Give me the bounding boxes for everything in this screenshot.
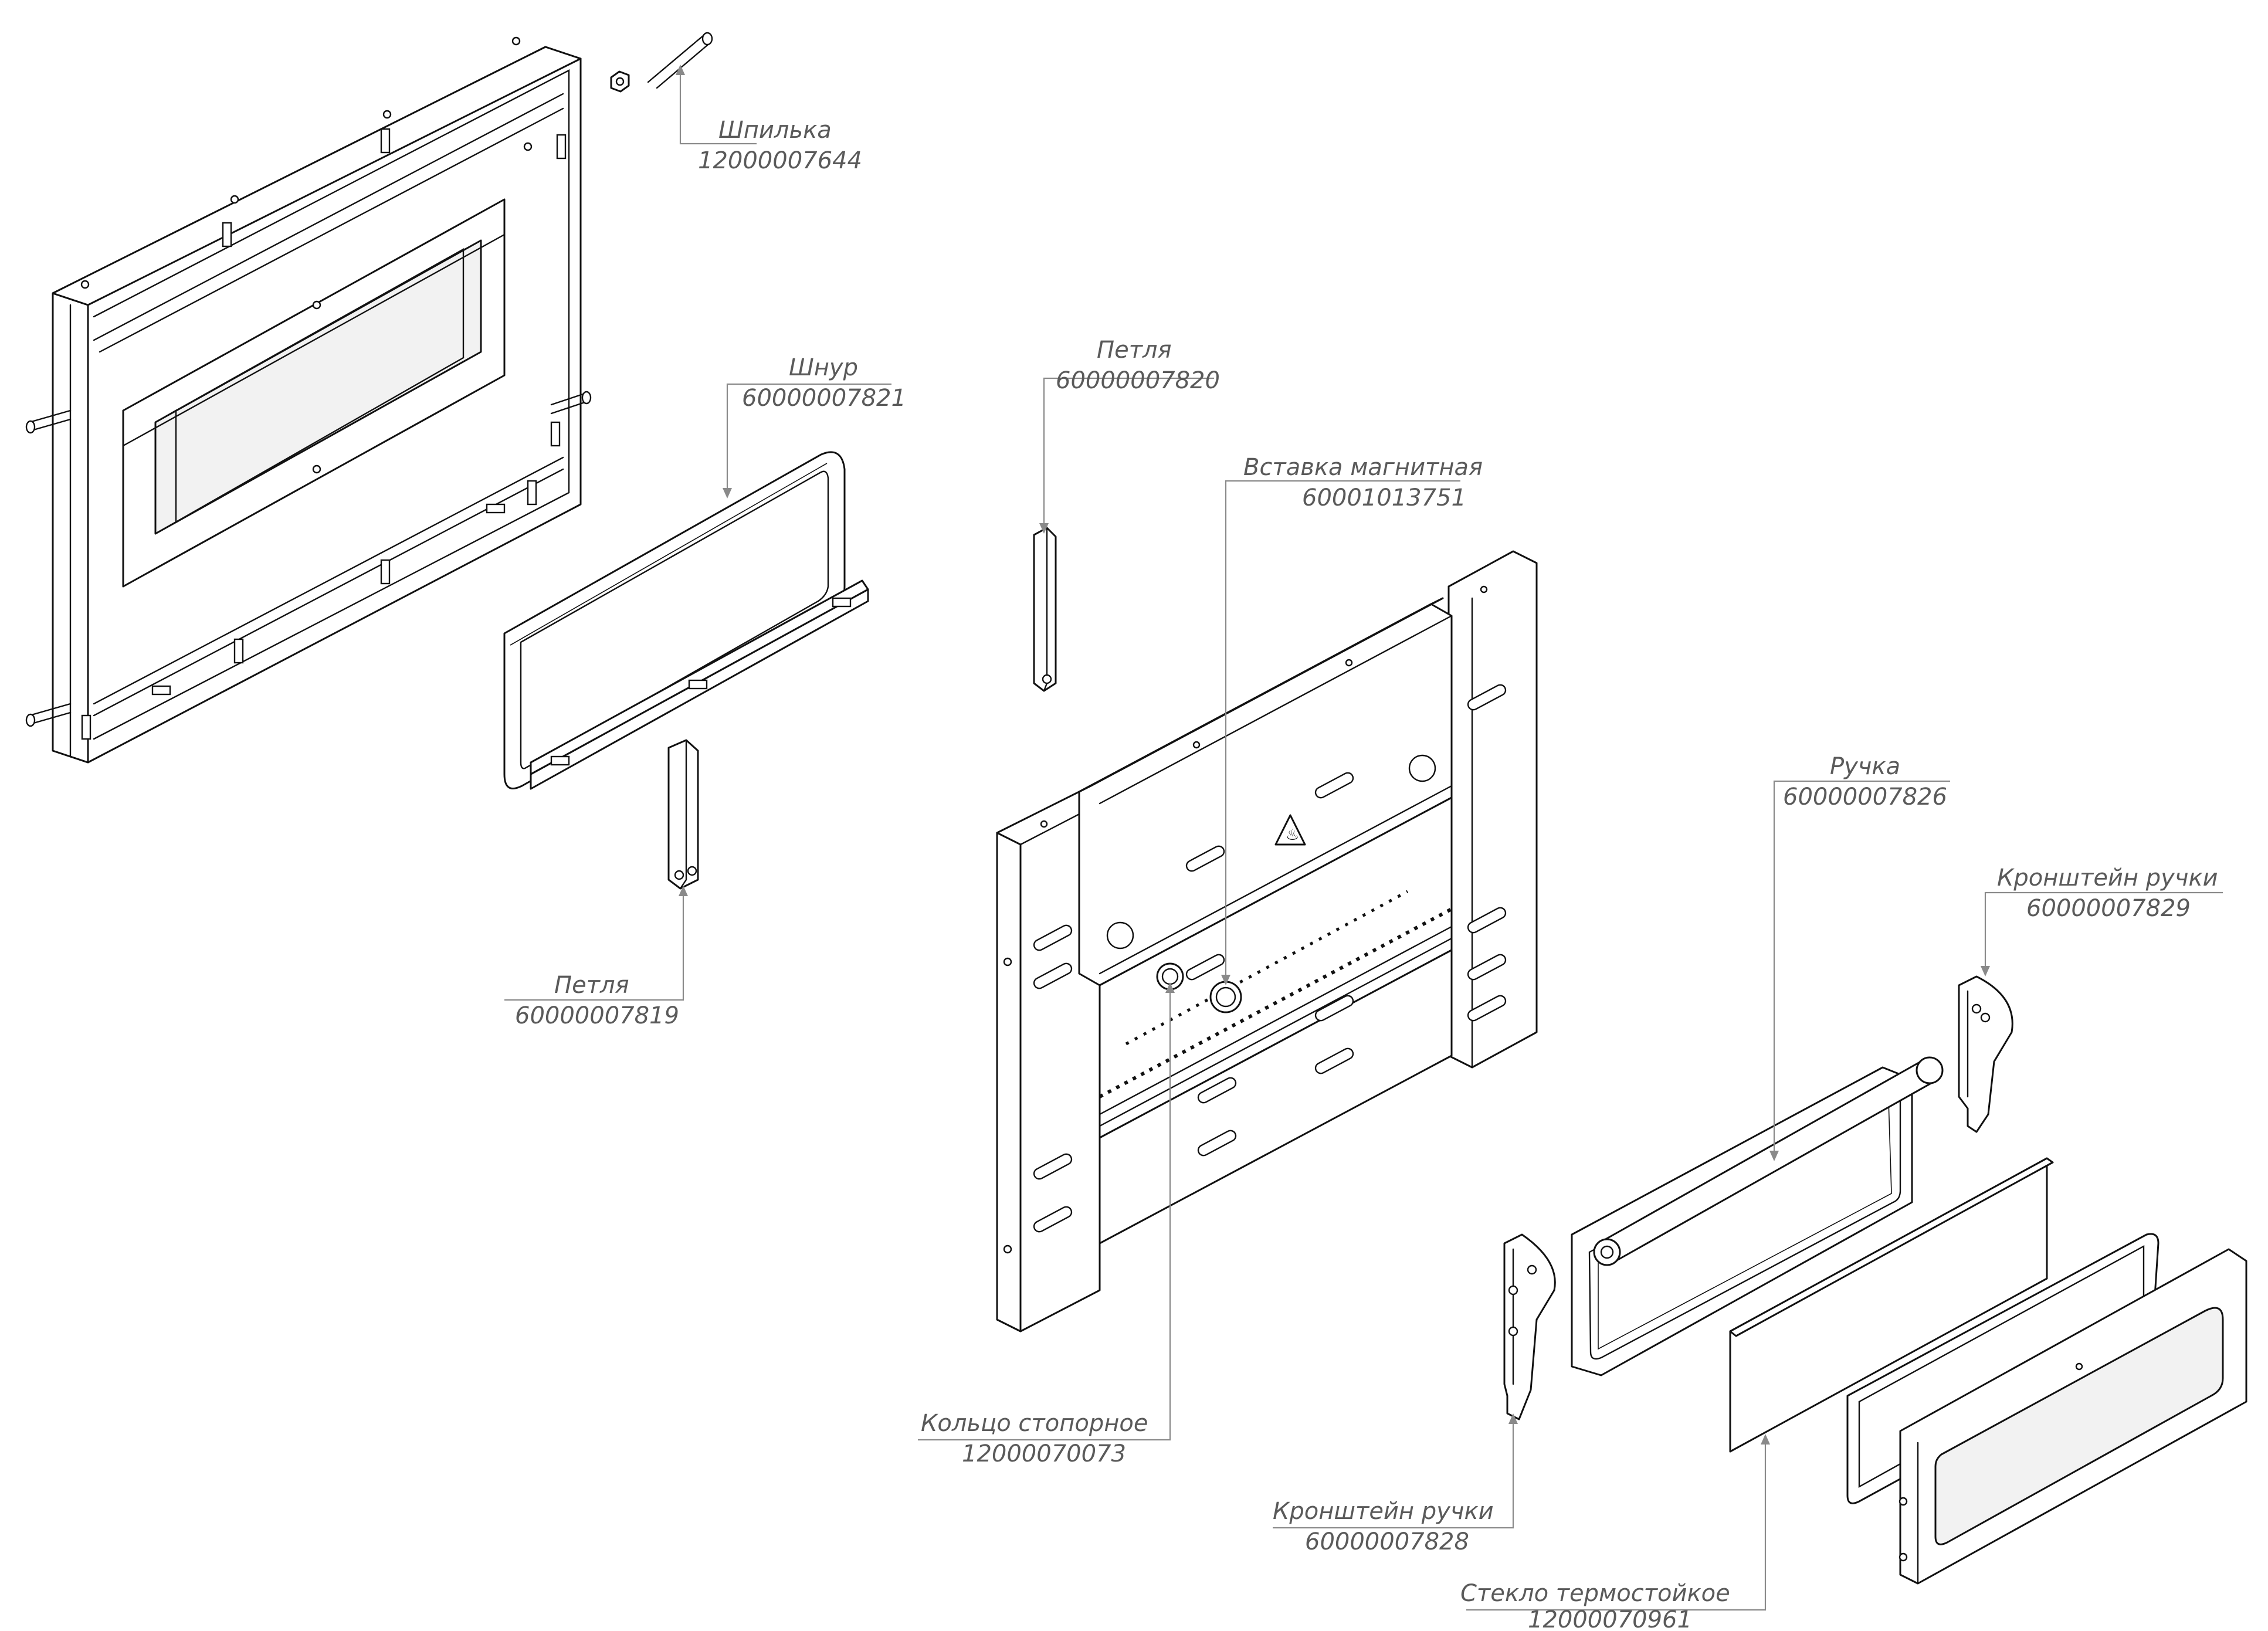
callout-name: Кольцо стопорное bbox=[921, 1410, 1148, 1437]
callout-name: Петля bbox=[554, 972, 629, 999]
callout-glass: Стекло термостойкое 12000070961 bbox=[1460, 1580, 1730, 1631]
callout-code: 60000007821 bbox=[742, 385, 906, 412]
panel-slots bbox=[1033, 684, 1507, 1233]
callout-code: 60000007826 bbox=[1783, 784, 1947, 811]
hinge-upper-middle bbox=[1033, 527, 1057, 692]
cord-retainer-strip bbox=[530, 579, 869, 790]
callout-bracket-right: Кронштейн ручки 60000007829 bbox=[1997, 864, 2218, 922]
callout-code: 60000007828 bbox=[1305, 1528, 1469, 1555]
glass-frame bbox=[1899, 1248, 2247, 1585]
door-handle bbox=[1571, 1056, 1944, 1376]
vent-row bbox=[1099, 907, 1453, 1098]
callout-name: Шнур bbox=[789, 354, 858, 381]
callout-name: Кронштейн ручки bbox=[1273, 1498, 1494, 1525]
callout-retaining-ring: Кольцо стопорное 12000070073 bbox=[921, 1410, 1148, 1467]
callout-code: 60000007820 bbox=[1056, 367, 1220, 394]
handle-bracket-left bbox=[1503, 1233, 1556, 1420]
callout-studs: Шпилька 12000007644 bbox=[698, 117, 862, 174]
callout-cord: Шнур 60000007821 bbox=[742, 354, 906, 412]
handle-bracket-right bbox=[1958, 975, 2013, 1133]
hot-surface-warning-icon: ♨ bbox=[1274, 814, 1306, 846]
callout-code: 12000007644 bbox=[698, 147, 862, 174]
frame-slots bbox=[81, 128, 567, 740]
frame-studs bbox=[25, 391, 592, 727]
hinge-lower-left bbox=[667, 739, 699, 890]
callout-code: 60000007819 bbox=[515, 1002, 679, 1029]
callout-name: Шпилька bbox=[718, 117, 832, 144]
callout-hinge-upper: Петля 60000007820 bbox=[1056, 337, 1220, 394]
callout-code: 12000070073 bbox=[962, 1440, 1126, 1467]
callout-name: Стекло термостойкое bbox=[1460, 1580, 1730, 1607]
magnetic-insert bbox=[1209, 981, 1242, 1013]
callout-code: 60001013751 bbox=[1302, 484, 1466, 511]
leader-lines bbox=[504, 65, 2223, 1611]
inner-door-frame bbox=[25, 36, 592, 764]
callout-name: Вставка магнитная bbox=[1243, 454, 1483, 481]
callout-code: 12000070961 bbox=[1528, 1606, 1692, 1631]
svg-text:♨: ♨ bbox=[1286, 826, 1299, 844]
callout-handle: Ручка 60000007826 bbox=[1783, 753, 1947, 811]
callout-hinge-lower: Петля 60000007819 bbox=[515, 972, 679, 1029]
callout-magnet: Вставка магнитная 60001013751 bbox=[1243, 454, 1483, 511]
retaining-ring bbox=[1156, 962, 1184, 991]
callout-code: 60000007829 bbox=[2026, 895, 2191, 922]
heat-resistant-glass bbox=[1729, 1157, 2054, 1453]
callout-name: Кронштейн ручки bbox=[1997, 864, 2218, 891]
outer-door-panel: ♨ bbox=[996, 550, 1538, 1332]
callout-name: Петля bbox=[1097, 337, 1172, 364]
callout-name: Ручка bbox=[1830, 753, 1900, 780]
stud-and-nut bbox=[610, 32, 713, 93]
callout-bracket-left: Кронштейн ручки 60000007828 bbox=[1273, 1498, 1494, 1555]
